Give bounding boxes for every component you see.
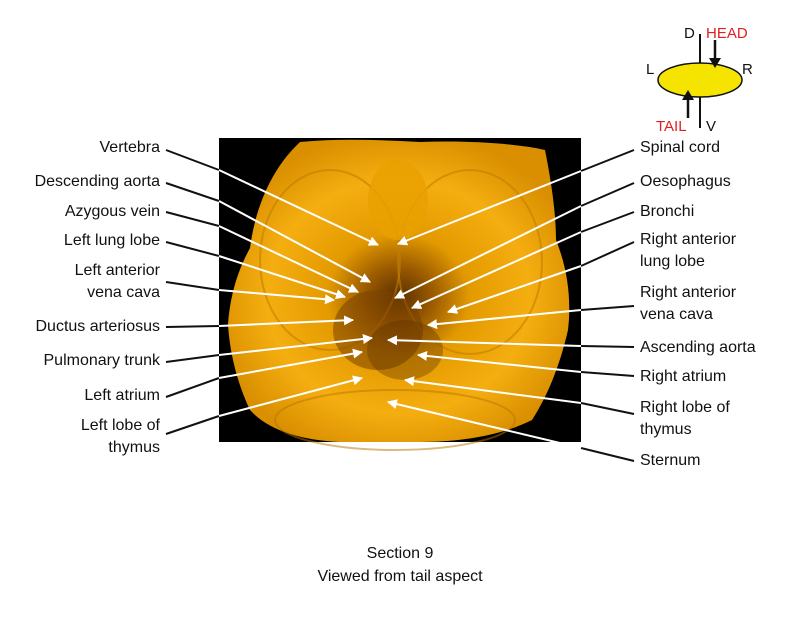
label-pulmonary-trunk: Pulmonary trunk: [43, 352, 161, 369]
leader-vertebra: [165, 149, 379, 246]
orientation-indicator: [657, 34, 743, 128]
leader-left-lobe-of-thymus: [165, 375, 363, 435]
orientation-head: HEAD: [706, 25, 748, 42]
leader-sternum: [387, 399, 635, 462]
leader-descending-aorta: [165, 182, 371, 283]
label-ductus-arteriosus: Ductus arteriosus: [35, 318, 161, 335]
caption-section: Section 9: [366, 545, 434, 562]
orientation-tail: TAIL: [656, 118, 687, 135]
leader-ductus-arteriosus: [165, 315, 354, 328]
label-right-lobe-of-thymus: Right lobe of thymus: [640, 399, 730, 438]
label-sternum: Sternum: [640, 452, 701, 469]
label-oesophagus: Oesophagus: [640, 173, 731, 190]
leader-left-atrium: [165, 348, 363, 398]
orientation-ellipse: [657, 62, 743, 98]
label-bronchi: Bronchi: [640, 203, 695, 220]
leader-right-anterior-lung-lobe: [447, 241, 635, 314]
orientation-left: L: [646, 61, 655, 78]
leader-right-lobe-of-thymus: [404, 376, 635, 415]
leader-bronchi: [411, 211, 635, 309]
leader-oesophagus: [394, 182, 635, 299]
leader-right-anterior-vena-cava: [427, 305, 635, 330]
label-right-anterior-lung-lobe: Right anterior lung lobe: [640, 231, 737, 270]
label-left-atrium: Left atrium: [84, 387, 160, 404]
orientation-right: R: [742, 61, 753, 78]
label-left-lung-lobe: Left lung lobe: [63, 232, 160, 249]
leader-left-lung-lobe: [165, 241, 346, 299]
leader-left-anterior-vena-cava: [165, 281, 335, 305]
leader-lines: [165, 149, 635, 462]
label-right-anterior-vena-cava: Right anterior vena cava: [640, 284, 737, 323]
tail-arrow-icon: [682, 90, 694, 100]
label-left-lobe-of-thymus: Left lobe of thymus: [80, 417, 160, 456]
leader-ascending-aorta: [387, 335, 635, 348]
leader-azygous-vein: [165, 211, 359, 293]
orientation-ventral: V: [706, 118, 717, 135]
label-ascending-aorta: Ascending aorta: [640, 339, 756, 356]
head-arrow-icon: [709, 58, 721, 68]
leader-pulmonary-trunk: [165, 334, 373, 363]
label-left-anterior-vena-cava: Left anterior vena cava: [74, 262, 160, 301]
label-descending-aorta: Descending aorta: [34, 173, 160, 190]
orientation-dorsal: D: [684, 25, 695, 42]
label-right-atrium: Right atrium: [640, 368, 727, 385]
label-spinal-cord: Spinal cord: [640, 139, 721, 156]
leader-spinal-cord: [397, 149, 635, 246]
label-vertebra: Vertebra: [99, 139, 160, 156]
label-azygous-vein: Azygous vein: [64, 203, 160, 220]
leader-right-atrium: [417, 350, 635, 377]
caption-view: Viewed from tail aspect: [317, 568, 483, 585]
